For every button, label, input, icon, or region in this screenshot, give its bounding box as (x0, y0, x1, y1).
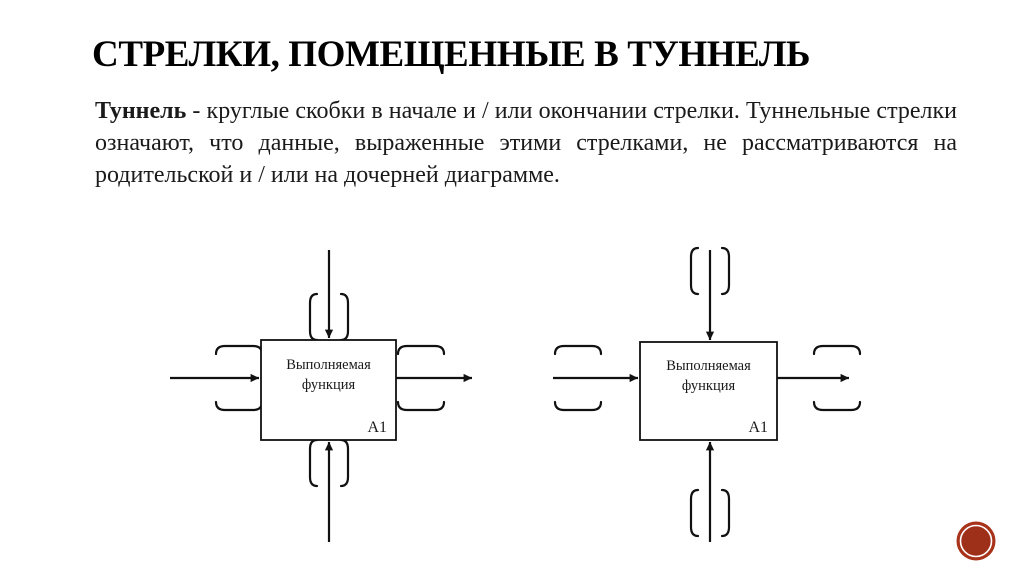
left-function-box-node-id: A1 (367, 419, 387, 436)
page-title: СТРЕЛКИ, ПОМЕЩЕННЫЕ В ТУННЕЛЬ (92, 34, 811, 75)
left-function-box-label-line2: функция (302, 377, 356, 393)
right-tunnel-top-close-paren (720, 246, 731, 296)
left-tunnel-top-close-paren (339, 292, 350, 342)
left-tunnel-input-upper-paren (214, 344, 264, 356)
left-tunnel-output-lower-paren (396, 400, 446, 412)
right-function-box (639, 341, 778, 441)
right-tunnel-bottom-close-paren (720, 488, 731, 538)
left-tunnel-bottom-close-paren (339, 438, 350, 488)
right-tunnel-bottom-open-paren (689, 488, 700, 538)
left-tunnel-output-upper-paren (396, 344, 446, 356)
right-tunnel-output-lower-paren (812, 400, 862, 412)
right-function-box-label-line2: функция (682, 378, 736, 394)
brand-circle-icon (956, 521, 996, 561)
body-text-rest: - круглые скобки в начале и / или оконча… (95, 98, 957, 188)
right-function-box-node-id: A1 (748, 419, 768, 436)
right-diagram: Выполняемая функция A1 (553, 246, 862, 542)
left-tunnel-input-lower-paren (214, 400, 264, 412)
brand-circle-ring (959, 524, 993, 558)
body-paragraph: Туннель - круглые скобки в начале и / ил… (95, 95, 957, 191)
left-function-box-label-line1: Выполняемая (286, 357, 371, 373)
left-diagram: Выполняемая функция A1 (170, 250, 473, 542)
left-tunnel-top-open-paren (308, 292, 319, 342)
right-tunnel-top-open-paren (689, 246, 700, 296)
idef0-diagram-pair: Выполняемая функция A1 Выполняемая (170, 246, 862, 542)
lead-term: Туннель (95, 98, 187, 124)
left-tunnel-bottom-open-paren (308, 438, 319, 488)
right-tunnel-output-upper-paren (812, 344, 862, 356)
right-tunnel-input-lower-paren (553, 400, 603, 412)
right-function-box-label-line1: Выполняемая (666, 358, 751, 374)
brand-circle-inner (961, 526, 991, 556)
left-function-box (260, 339, 397, 441)
right-tunnel-input-upper-paren (553, 344, 603, 356)
